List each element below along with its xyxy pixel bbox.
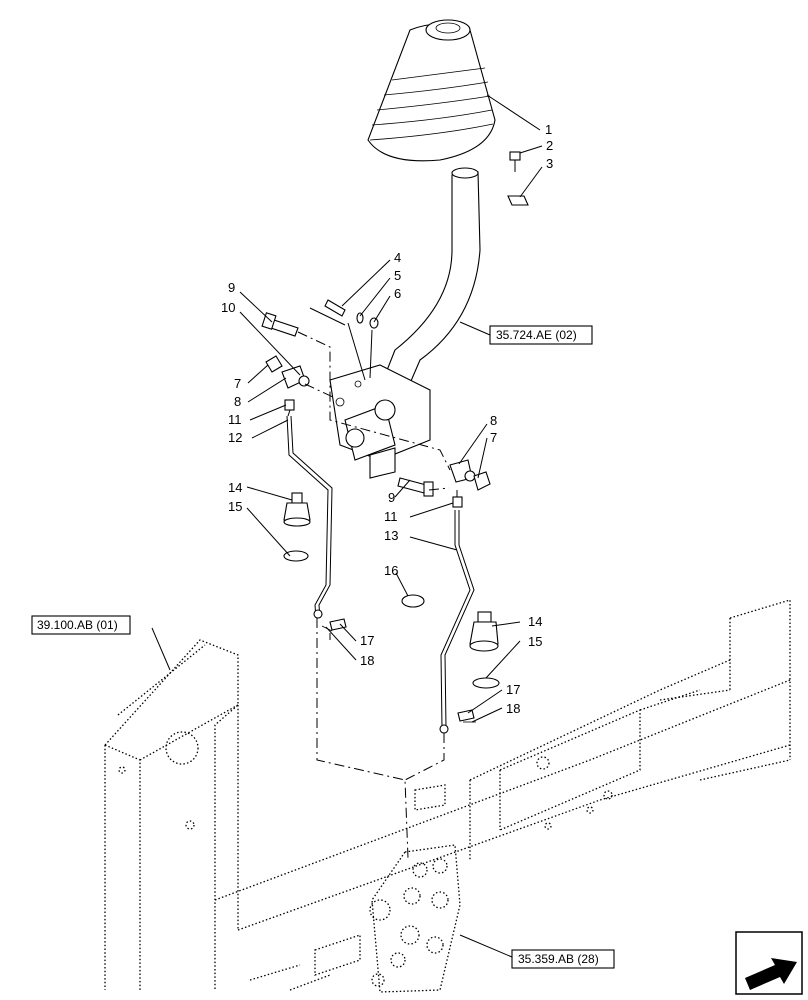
ball-joint-part-8-left bbox=[281, 365, 310, 389]
ref-39100-label[interactable]: 39.100.AB (01) bbox=[37, 618, 118, 632]
callout-17-right: 17 bbox=[506, 682, 520, 697]
washer-part-5 bbox=[356, 312, 364, 324]
control-rod-part-12 bbox=[286, 415, 333, 619]
control-rod-part-13 bbox=[439, 510, 475, 734]
nut-part-7-right bbox=[473, 471, 491, 491]
assembly-lines bbox=[287, 307, 458, 859]
ref-link-35724[interactable]: 35.724.AE (02) bbox=[489, 325, 593, 345]
callout-18-left: 18 bbox=[360, 653, 374, 668]
callout-15-right: 15 bbox=[528, 634, 542, 649]
callout-14-right: 14 bbox=[528, 614, 542, 629]
callout-5: 5 bbox=[394, 268, 401, 283]
callout-4: 4 bbox=[394, 250, 401, 265]
leader-lines bbox=[151, 94, 543, 958]
bolt-part-4 bbox=[324, 299, 346, 317]
loader-frame bbox=[104, 599, 791, 991]
callout-9-left: 9 bbox=[228, 280, 235, 295]
ref-35359-label[interactable]: 35.359.AB (28) bbox=[518, 952, 599, 966]
nut-part-6 bbox=[369, 317, 379, 329]
callout-13: 13 bbox=[384, 528, 398, 543]
nut-part-7-left bbox=[265, 355, 283, 373]
callout-7-right: 7 bbox=[490, 430, 497, 445]
ref-35724-label[interactable]: 35.724.AE (02) bbox=[496, 328, 577, 342]
callout-numbers: 1 2 3 4 5 6 9 10 7 8 11 12 8 7 9 11 13 1… bbox=[221, 122, 553, 716]
callout-12: 12 bbox=[228, 430, 242, 445]
ball-joint-part-8-right bbox=[449, 459, 476, 483]
plug-part-16 bbox=[401, 594, 425, 608]
callout-3: 3 bbox=[546, 156, 553, 171]
callout-18-right: 18 bbox=[506, 701, 520, 716]
callout-17-left: 17 bbox=[360, 633, 374, 648]
joystick-mount-block bbox=[329, 364, 431, 479]
o-ring-part-15-left bbox=[283, 550, 309, 562]
o-ring-part-15-right bbox=[472, 677, 500, 689]
callout-10: 10 bbox=[221, 300, 235, 315]
next-page-arrow-icon[interactable] bbox=[735, 931, 803, 995]
ref-link-39100[interactable]: 39.100.AB (01) bbox=[31, 615, 131, 635]
callout-15-left: 15 bbox=[228, 499, 242, 514]
callout-1: 1 bbox=[545, 122, 552, 137]
callout-7-left: 7 bbox=[234, 376, 241, 391]
callout-11-right: 11 bbox=[384, 509, 398, 524]
callout-8-left: 8 bbox=[234, 394, 241, 409]
callout-16: 16 bbox=[384, 563, 398, 578]
dust-boot-part-14-left bbox=[283, 492, 311, 527]
dust-boot-part-14-right bbox=[469, 611, 499, 652]
pin-part-17-left bbox=[329, 618, 347, 631]
bolt-part-9-left bbox=[261, 312, 299, 337]
screw-part-2 bbox=[509, 151, 521, 172]
lever-boot-part-1 bbox=[367, 19, 496, 162]
ref-link-35359[interactable]: 35.359.AB (28) bbox=[511, 949, 615, 969]
nut-part-11-left bbox=[284, 399, 295, 411]
callout-14-left: 14 bbox=[228, 480, 242, 495]
bolt-part-9-right bbox=[397, 477, 434, 497]
callout-6: 6 bbox=[394, 286, 401, 301]
control-valve bbox=[369, 844, 461, 993]
nut-part-11-right bbox=[452, 496, 463, 508]
clip-part-3 bbox=[507, 195, 529, 206]
callout-11-left: 11 bbox=[228, 412, 242, 427]
pin-part-17-right bbox=[457, 709, 475, 722]
callout-8-right: 8 bbox=[490, 413, 497, 428]
callout-9-right: 9 bbox=[388, 490, 395, 505]
callout-2: 2 bbox=[546, 138, 553, 153]
